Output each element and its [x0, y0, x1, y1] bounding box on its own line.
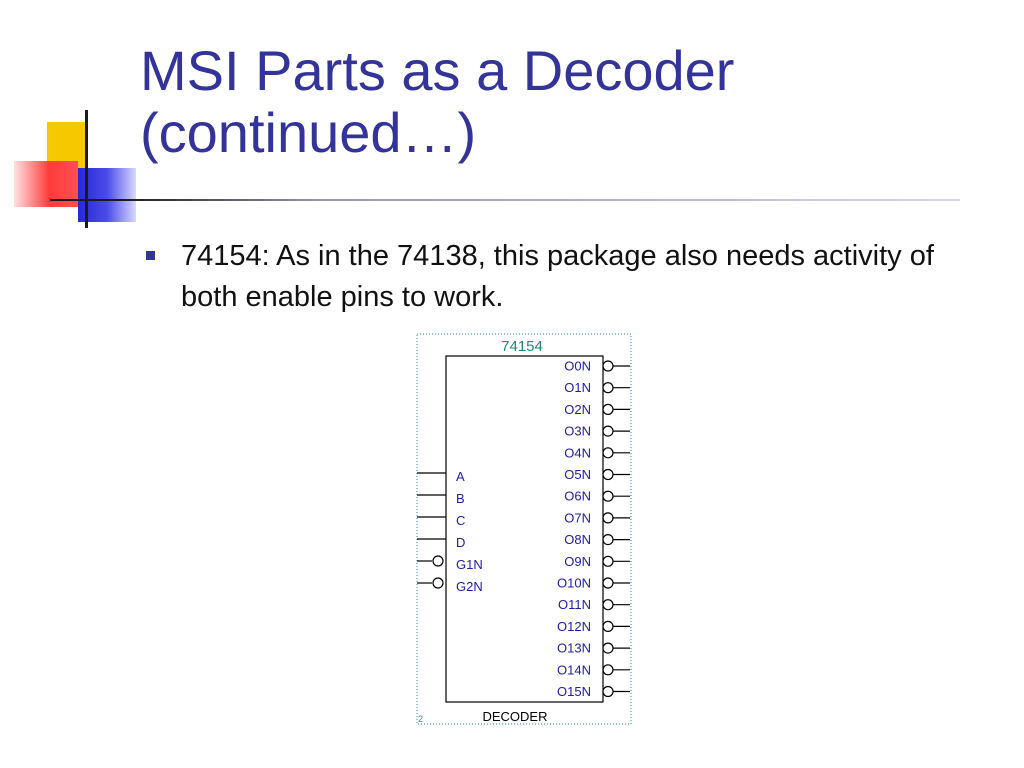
output-pin-label: O15N — [557, 684, 591, 699]
decoder-schematic: 74154 DECODER 2 O0N O1N O2N O3N O4N O5N O6N O7N… — [416, 333, 632, 725]
corner-mark: 2 — [418, 714, 423, 724]
output-pin-bubble — [602, 490, 614, 502]
output-pin-label: O4N — [564, 445, 591, 460]
output-pin-label: O0N — [564, 359, 591, 374]
bullet-item: 74154: As in the 74138, this package als… — [146, 236, 946, 318]
output-pin-label: O13N — [557, 641, 591, 656]
output-pin-label: O3N — [564, 424, 591, 439]
bullet-text: 74154: As in the 74138, this package als… — [181, 240, 934, 313]
enable-pin-label: G1N — [456, 557, 483, 572]
input-pin-label: D — [456, 535, 465, 550]
output-pin-label: O12N — [557, 619, 591, 634]
output-pin-bubble — [602, 360, 614, 372]
output-pin-label: O9N — [564, 554, 591, 569]
output-pin-label: O1N — [564, 380, 591, 395]
output-pin-bubble — [602, 577, 614, 589]
title-underline — [50, 199, 960, 201]
footer-label: DECODER — [482, 709, 547, 724]
bullet-square-icon — [146, 251, 155, 260]
output-pin-bubble — [602, 382, 614, 394]
output-pin-bubble — [602, 425, 614, 437]
output-pin-label: O10N — [557, 576, 591, 591]
output-pin-label: O2N — [564, 402, 591, 417]
enable-pin-bubble — [432, 577, 444, 589]
output-pin-bubble — [602, 555, 614, 567]
corner-logo-decoration — [0, 0, 160, 240]
output-pin-bubble — [602, 642, 614, 654]
output-pin-bubble — [602, 685, 614, 698]
output-pin-label: O6N — [564, 489, 591, 504]
enable-pin-bubble — [432, 555, 444, 567]
output-pin-bubble — [602, 468, 614, 481]
bullet-list: 74154: As in the 74138, this package als… — [146, 236, 946, 318]
slide-title-line1: MSI Parts as a Decoder — [140, 39, 735, 102]
input-pin-label: A — [456, 469, 465, 484]
output-pin-bubble — [602, 403, 614, 416]
output-pin-label: O14N — [557, 662, 591, 677]
output-pin-bubble — [602, 534, 614, 546]
output-pin-bubble — [602, 620, 614, 632]
output-pin-bubble — [602, 512, 614, 524]
part-number-label: 74154 — [501, 338, 543, 355]
input-pin-label: B — [456, 491, 465, 506]
output-pin-label: O7N — [564, 510, 591, 525]
output-pin-bubble — [602, 599, 614, 611]
output-pin-label: O11N — [558, 597, 591, 612]
input-pin-label: C — [456, 513, 465, 528]
enable-pin-label: G2N — [456, 579, 483, 594]
vertical-rule — [85, 110, 88, 228]
chip-body — [445, 355, 604, 703]
output-pin-bubble — [602, 664, 614, 676]
output-pin-label: O8N — [564, 532, 591, 547]
slide-title-line2: (continued…) — [140, 101, 477, 164]
output-pin-label: O5N — [564, 467, 591, 482]
schematic-frame — [416, 333, 632, 725]
slide-title: MSI Parts as a Decoder (continued…) — [140, 40, 1000, 164]
output-pin-bubble — [602, 447, 614, 459]
